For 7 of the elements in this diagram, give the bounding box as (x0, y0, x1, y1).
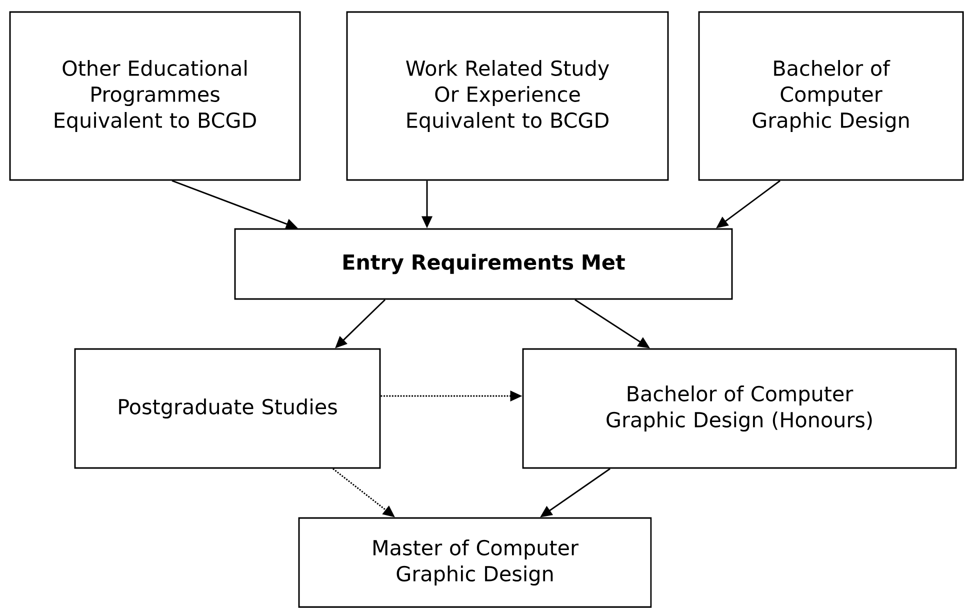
process-box: Other Educational Programmes Equivalent to BCGD (9, 11, 301, 181)
process-box: Postgraduate Studies (74, 348, 381, 469)
process-box: Bachelor of Computer Graphic Design (698, 11, 964, 181)
process-box: Bachelor of Computer Graphic Design (Honours) (522, 348, 957, 469)
process-box: Work Related Study Or Experience Equivalent to BCGD (346, 11, 669, 181)
process-box: Master of Computer Graphic Design (298, 517, 652, 608)
process-box: Entry Requirements Met (234, 228, 733, 300)
